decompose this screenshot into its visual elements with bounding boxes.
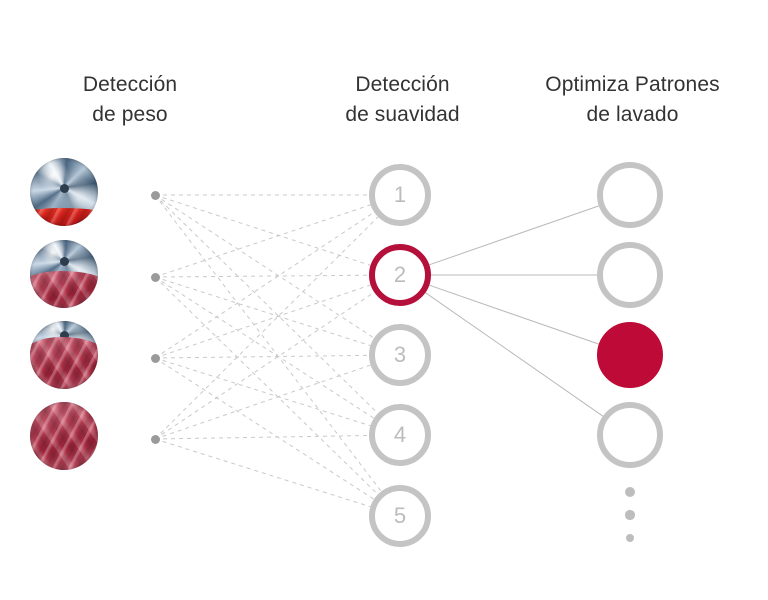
edge-input3-hidden4 xyxy=(154,357,371,427)
hidden-node-label: 2 xyxy=(393,262,407,287)
drum-load-medium-thumbnail xyxy=(30,321,98,389)
hidden-node-label: 3 xyxy=(393,342,407,367)
thumbnail-rim xyxy=(30,240,98,308)
edge-input3-hidden5 xyxy=(154,357,375,500)
column-title-wash-pattern-optimization: Optimiza Patrones de lavado xyxy=(545,73,720,126)
edge-input4-hidden1 xyxy=(154,216,379,440)
red-laundry-fabric xyxy=(30,208,98,226)
red-laundry-fabric xyxy=(30,271,98,308)
thumbnail-rim xyxy=(30,402,98,470)
drum-load-light-thumbnail xyxy=(30,240,98,308)
hidden-node-2-active[interactable]: 2 xyxy=(369,244,431,306)
output-node-1[interactable] xyxy=(597,162,663,228)
edge-input2-hidden1 xyxy=(154,204,371,278)
column-title-weight-detection: Detección de peso xyxy=(82,73,178,126)
drum-load-full-thumbnail xyxy=(30,402,98,470)
edge-input1-hidden2 xyxy=(154,194,371,266)
red-laundry-fabric xyxy=(30,337,98,389)
edge-input2-hidden3 xyxy=(154,276,371,347)
overflow-dot-1 xyxy=(625,487,635,497)
edge-input2-hidden5 xyxy=(154,276,379,495)
edge-input3-hidden2 xyxy=(154,284,371,359)
hidden-node-1[interactable]: 1 xyxy=(369,164,431,226)
column-title-softness-detection: Detección de suavidad xyxy=(345,73,460,126)
edge-input3-hidden1 xyxy=(154,211,375,359)
edge-input1-hidden3 xyxy=(154,194,375,339)
edges-input-to-hidden xyxy=(154,194,382,508)
edge-input4-hidden4 xyxy=(154,435,370,440)
edge-input3-hidden3 xyxy=(154,354,370,359)
output-node-4[interactable] xyxy=(597,402,663,468)
hidden-node-label: 4 xyxy=(393,422,407,447)
edge-input1-hidden4 xyxy=(154,194,379,414)
edge-input4-hidden5 xyxy=(154,438,371,508)
input-node-pin-1[interactable] xyxy=(150,190,160,200)
overflow-dot-3 xyxy=(625,533,635,543)
hidden-node-4[interactable]: 4 xyxy=(369,404,431,466)
hidden-node-label: 1 xyxy=(393,182,407,207)
edge-input4-hidden3 xyxy=(154,364,371,440)
hidden-node-5[interactable]: 5 xyxy=(369,485,431,547)
edge-input2-hidden4 xyxy=(154,276,375,419)
thumbnail-rim xyxy=(30,158,98,226)
output-node-2[interactable] xyxy=(597,242,663,308)
red-laundry-fabric xyxy=(30,402,98,470)
edge-input1-hidden5 xyxy=(154,194,382,492)
edge-input2-hidden2 xyxy=(154,274,370,278)
output-node-3-selected[interactable] xyxy=(597,322,663,388)
edges-hidden-to-output xyxy=(425,205,604,417)
input-node-pin-4[interactable] xyxy=(150,434,160,444)
thumbnail-rim xyxy=(30,321,98,389)
input-node-pin-2[interactable] xyxy=(150,272,160,282)
edge-hidden2-output3 xyxy=(429,284,599,345)
edge-hidden2-output1 xyxy=(429,205,599,266)
overflow-dot-2 xyxy=(625,510,635,520)
hidden-node-3[interactable]: 3 xyxy=(369,324,431,386)
hidden-node-label: 5 xyxy=(393,503,407,528)
edge-input4-hidden2 xyxy=(154,291,375,440)
input-node-pin-3[interactable] xyxy=(150,353,160,363)
edge-hidden2-output4 xyxy=(425,292,604,417)
drum-load-empty-thumbnail xyxy=(30,158,98,226)
